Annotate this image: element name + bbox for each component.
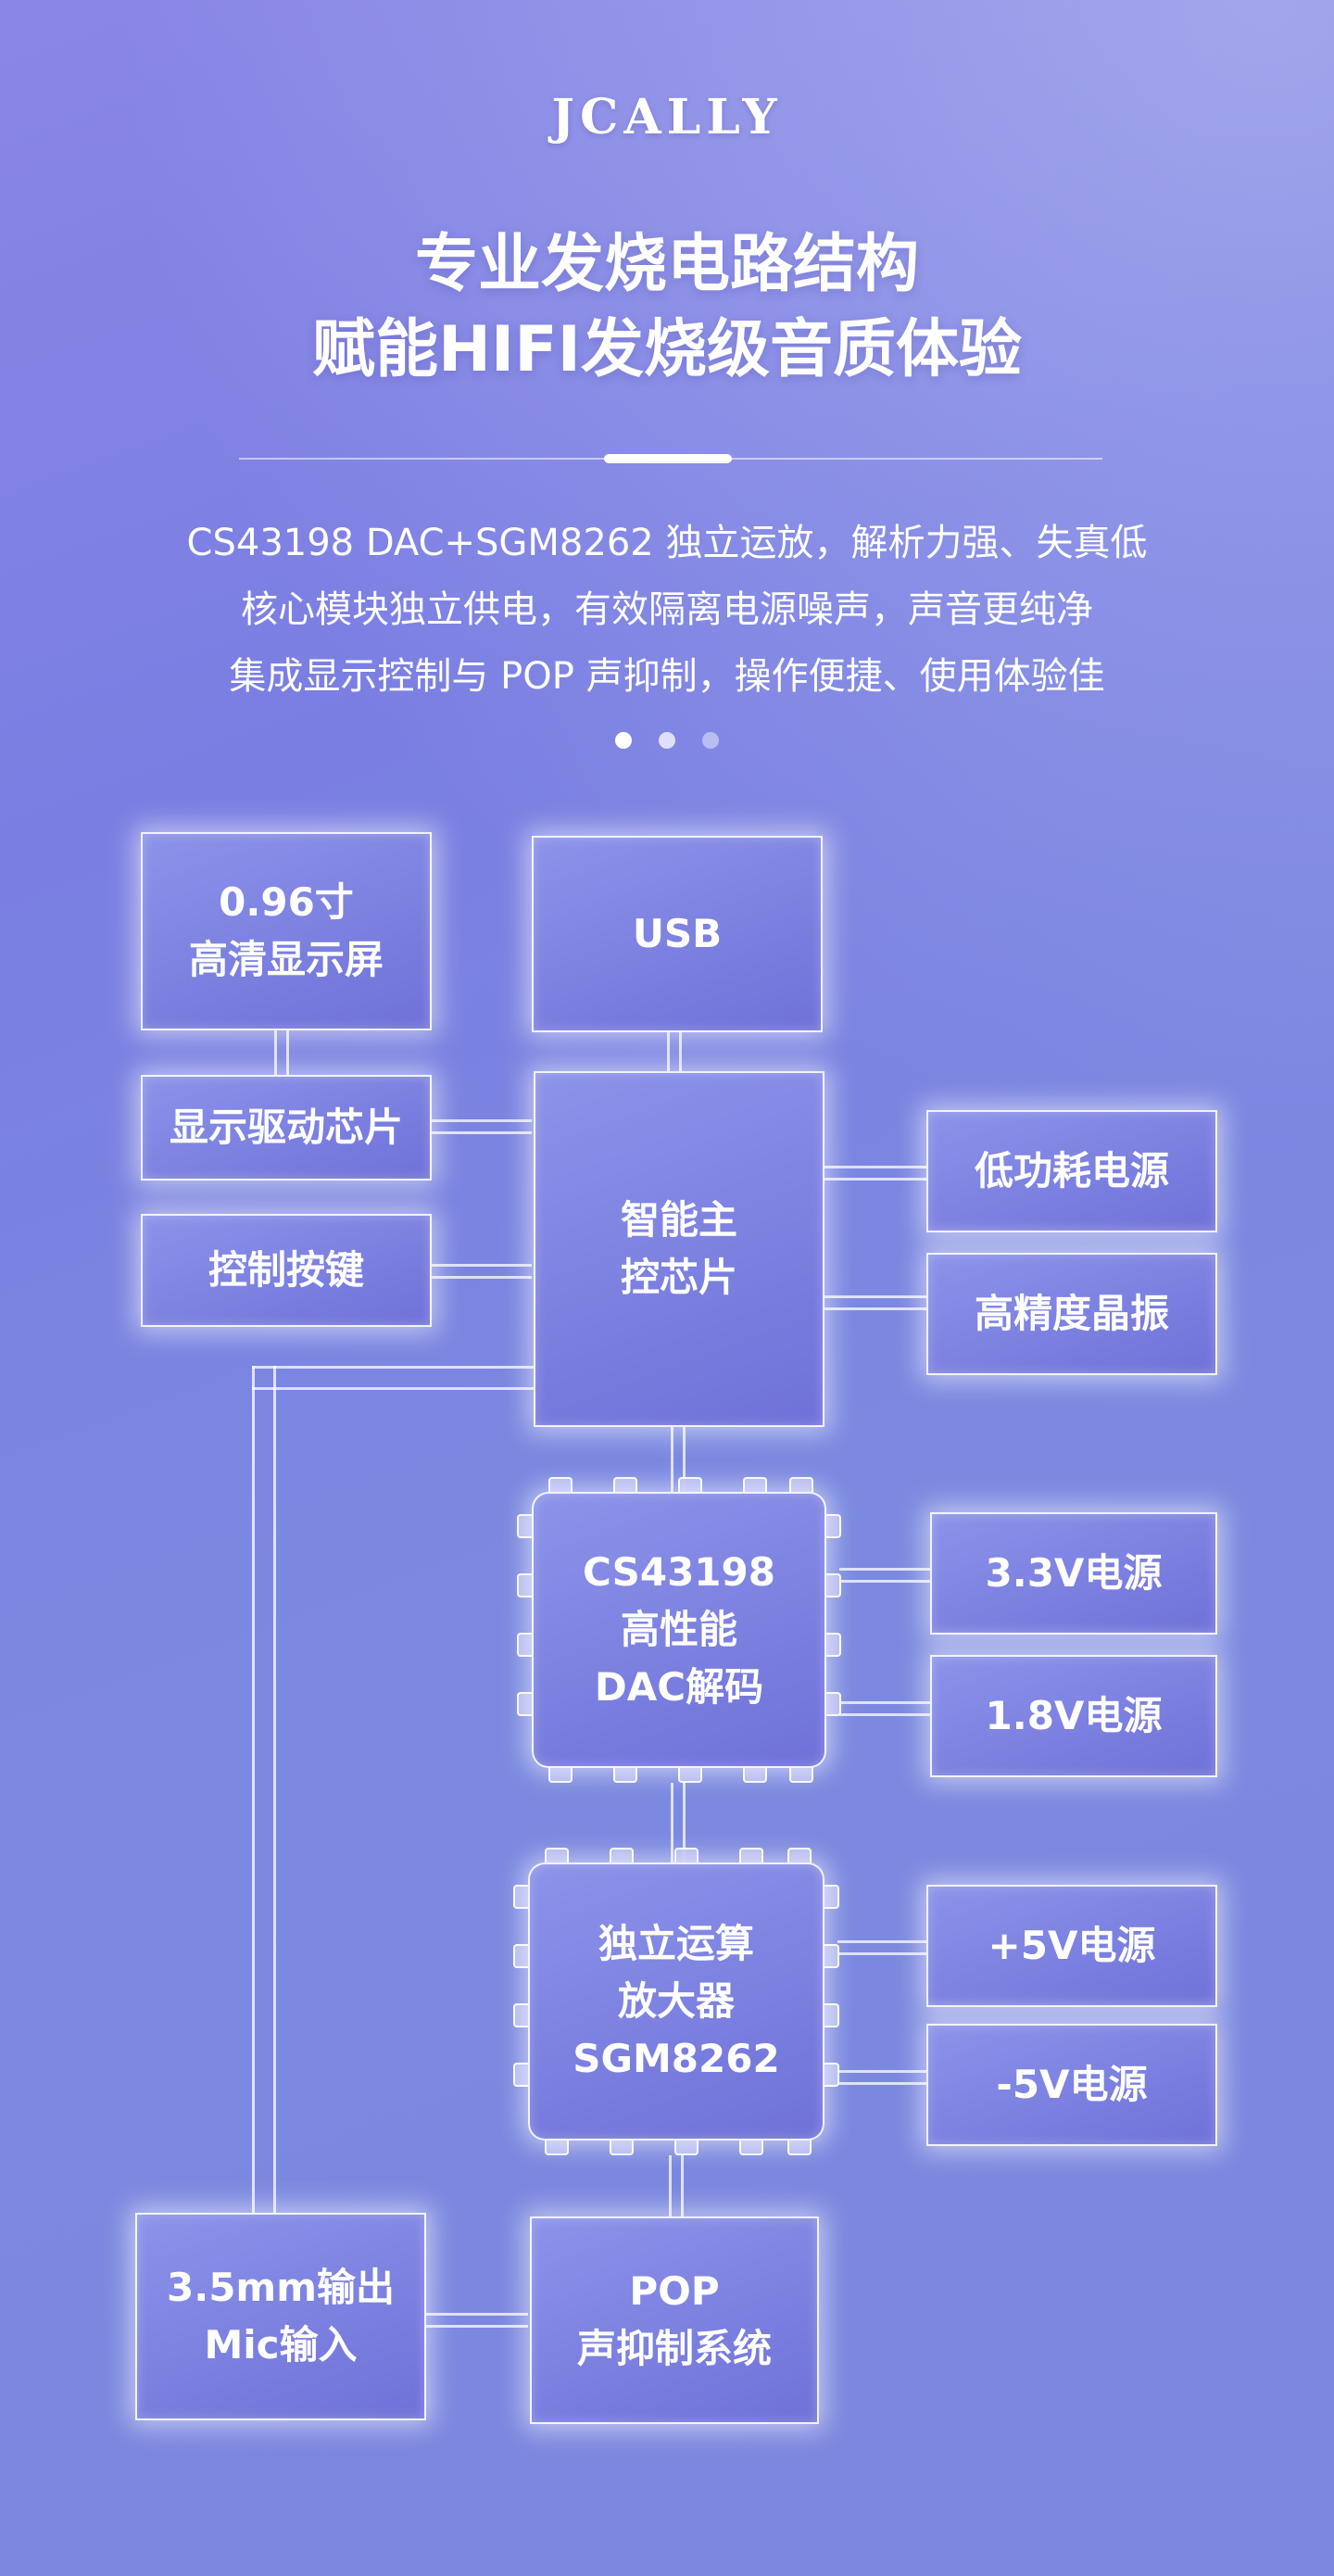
wire-opamp-to-pop xyxy=(669,2155,684,2220)
wire-main-to-dac xyxy=(671,1423,686,1512)
wire-opamp-to-p5v xyxy=(837,1940,926,1955)
wire-main-to-lowpower xyxy=(821,1166,926,1181)
crystal-box: 高精度晶振 xyxy=(926,1253,1217,1375)
power-plus-5v-box: +5V电源 xyxy=(926,1885,1217,2007)
opamp-chip: 独立运算 放大器 SGM8262 xyxy=(513,1848,839,2155)
wire-dac-to-opamp xyxy=(671,1783,686,1879)
wire-main-to-output-vertical xyxy=(252,1366,276,2216)
opamp-box: 独立运算 放大器 SGM8262 xyxy=(528,1863,824,2140)
wire-display-to-driver xyxy=(274,1027,289,1075)
control-keys-box: 控制按键 xyxy=(141,1214,432,1327)
brand-logo: JCALLY xyxy=(551,89,783,145)
power-1-8v-box: 1.8V电源 xyxy=(930,1655,1217,1777)
carousel-dot-2[interactable] xyxy=(659,732,675,749)
low-power-box: 低功耗电源 xyxy=(926,1110,1217,1232)
main-chip-box: 智能主 控芯片 xyxy=(534,1071,824,1427)
description-line-3: 集成显示控制与 POP 声抑制，操作便捷、使用体验佳 xyxy=(229,655,1105,698)
headline-line-2: 赋能HIFI发烧级音质体验 xyxy=(312,313,1022,386)
wire-dac-to-33v xyxy=(839,1568,930,1583)
wire-usb-to-main xyxy=(667,1029,682,1071)
dac-box: CS43198 高性能 DAC解码 xyxy=(532,1492,826,1768)
headline-line-1: 专业发烧电路结构 xyxy=(414,228,919,301)
power-3-3v-box: 3.3V电源 xyxy=(930,1512,1217,1635)
description-line-2: 核心模块独立供电，有效隔离电源噪声，声音更纯净 xyxy=(241,588,1093,631)
description-line-1: CS43198 DAC+SGM8262 独立运放，解析力强、失真低 xyxy=(186,522,1148,564)
carousel-dot-1[interactable] xyxy=(614,732,632,749)
divider-accent xyxy=(604,454,732,463)
wire-opamp-to-n5v xyxy=(837,2070,926,2085)
power-minus-5v-box: -5V电源 xyxy=(926,2024,1217,2146)
wire-output-to-pop xyxy=(424,2313,528,2328)
wire-dac-to-18v xyxy=(839,1701,930,1716)
audio-output-box: 3.5mm输出 Mic输入 xyxy=(135,2213,426,2420)
wire-main-to-crystal xyxy=(821,1295,926,1310)
pop-suppression-box: POP 声抑制系统 xyxy=(530,2216,819,2424)
wire-keys-to-main xyxy=(430,1264,532,1279)
display-driver-box: 显示驱动芯片 xyxy=(141,1075,432,1181)
carousel-dots xyxy=(0,732,1334,752)
wire-main-to-output-horizontal xyxy=(252,1366,534,1390)
usb-box: USB xyxy=(532,836,823,1032)
dac-chip: CS43198 高性能 DAC解码 xyxy=(517,1477,841,1783)
display-box: 0.96寸 高清显示屏 xyxy=(141,832,432,1030)
wire-driver-to-main xyxy=(430,1119,532,1134)
carousel-dot-3[interactable] xyxy=(702,732,720,749)
